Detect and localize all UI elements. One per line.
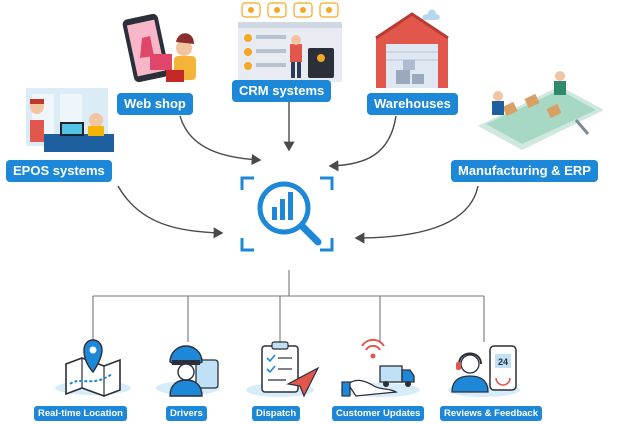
production-line-illustration (478, 71, 604, 150)
headset-phone-icon: 24 (448, 345, 520, 397)
map-pin-icon (55, 339, 131, 397)
crm-dashboard-illustration (238, 2, 342, 82)
source-label-manufacturing: Manufacturing & ERP (451, 160, 598, 182)
source-label-webshop: Web shop (117, 93, 193, 115)
connector-warehouses (328, 115, 397, 172)
driver-icon (156, 345, 220, 397)
output-tree (92, 270, 485, 342)
output-label-drivers: Drivers (166, 406, 207, 421)
clipboard-plane-icon (246, 341, 320, 398)
source-connectors (117, 102, 479, 244)
source-label-warehouses: Warehouses (367, 93, 458, 115)
connector-manufacturing (354, 185, 479, 244)
connector-epos (117, 185, 224, 239)
output-label-updates: Customer Updates (332, 406, 425, 421)
output-label-location: Real-time Location (34, 406, 127, 421)
source-label-epos: EPOS systems (6, 160, 112, 182)
output-label-reviews: Reviews & Feedback (440, 406, 542, 421)
calendar-badge-text: 24 (498, 357, 508, 367)
output-label-dispatch: Dispatch (252, 406, 301, 421)
analytics-search-icon (240, 176, 334, 252)
warehouse-illustration (375, 9, 449, 88)
connector-webshop (179, 115, 262, 166)
mobile-shopping-illustration (122, 13, 196, 83)
source-label-crm: CRM systems (232, 80, 332, 102)
delivery-truck-hand-icon (340, 339, 420, 397)
shop-counter-illustration (26, 88, 114, 152)
